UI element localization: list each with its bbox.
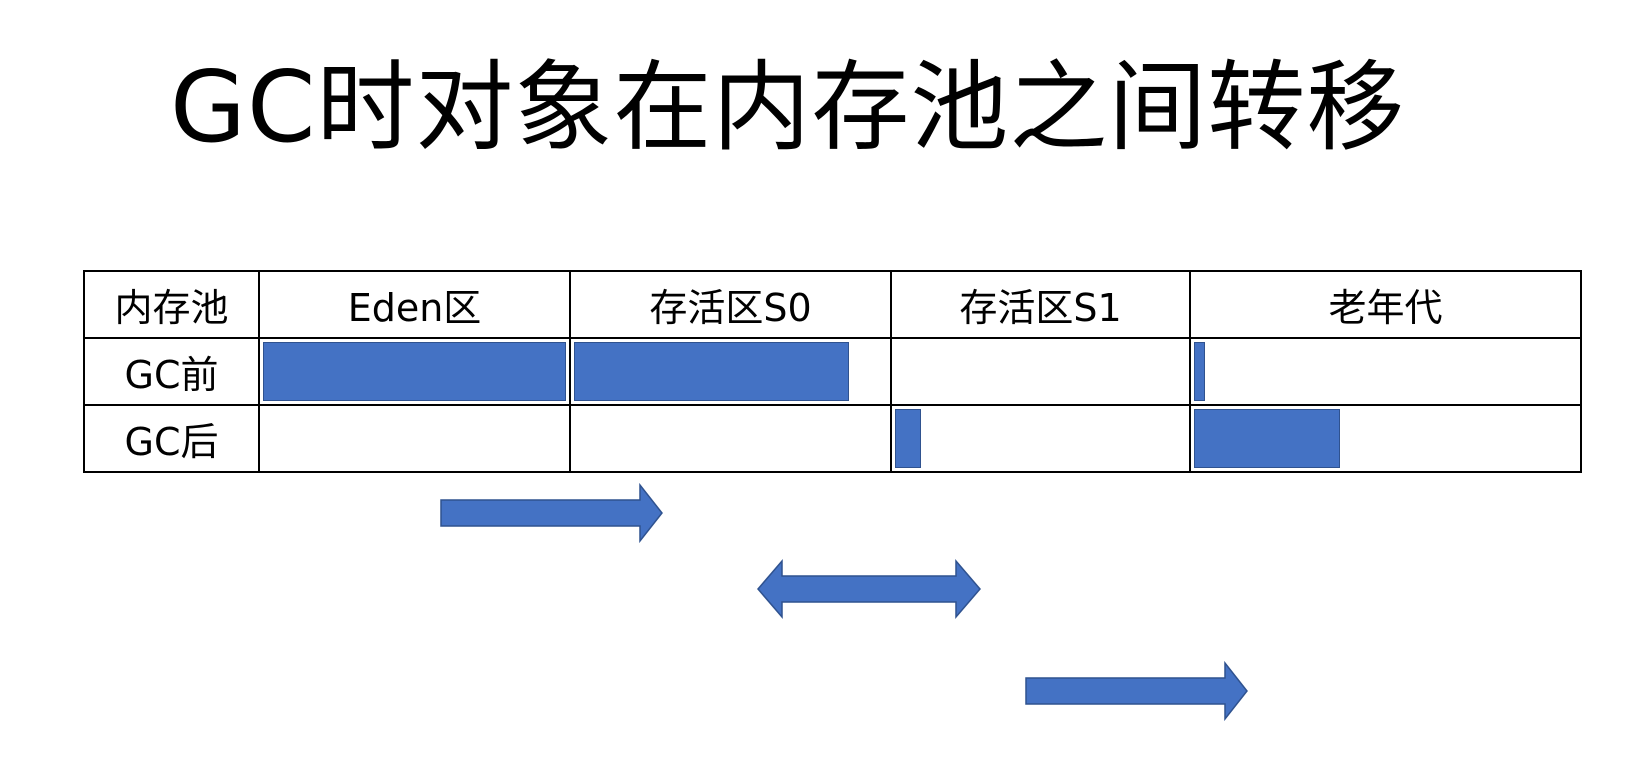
memory-pool-table: 内存池 Eden区 存活区S0 存活区S1 老年代 GC前 GC后 <box>83 270 1582 473</box>
usage-bar-after-s1 <box>895 409 922 468</box>
usage-bar-before-s0 <box>574 342 850 401</box>
row-label-before-gc: GC前 <box>83 337 260 406</box>
usage-bar-before-old <box>1194 342 1206 401</box>
cell-after-s1 <box>890 404 1191 473</box>
header-eden: Eden区 <box>258 270 571 339</box>
table-header-row: 内存池 Eden区 存活区S0 存活区S1 老年代 <box>83 270 1582 339</box>
table-row-before-gc: GC前 <box>83 337 1582 406</box>
cell-before-eden <box>258 337 571 406</box>
row-label-after-gc: GC后 <box>83 404 260 473</box>
usage-bar-after-old <box>1194 409 1340 468</box>
s0-s1-swap-arrow <box>757 558 981 620</box>
slide-title: GC时对象在内存池之间转移 <box>170 51 1406 165</box>
table-row-after-gc: GC后 <box>83 404 1582 473</box>
usage-bar-before-eden <box>263 342 566 401</box>
cell-after-eden <box>258 404 571 473</box>
header-survivor-s1: 存活区S1 <box>890 270 1191 339</box>
header-old-generation: 老年代 <box>1189 270 1582 339</box>
cell-before-s1 <box>890 337 1191 406</box>
s1-to-old-arrow <box>1025 660 1248 722</box>
cell-before-old <box>1189 337 1582 406</box>
header-memory-pool: 内存池 <box>83 270 260 339</box>
cell-after-old <box>1189 404 1582 473</box>
eden-to-s0-arrow <box>440 482 663 544</box>
cell-after-s0 <box>569 404 892 473</box>
cell-before-s0 <box>569 337 892 406</box>
header-survivor-s0: 存活区S0 <box>569 270 892 339</box>
